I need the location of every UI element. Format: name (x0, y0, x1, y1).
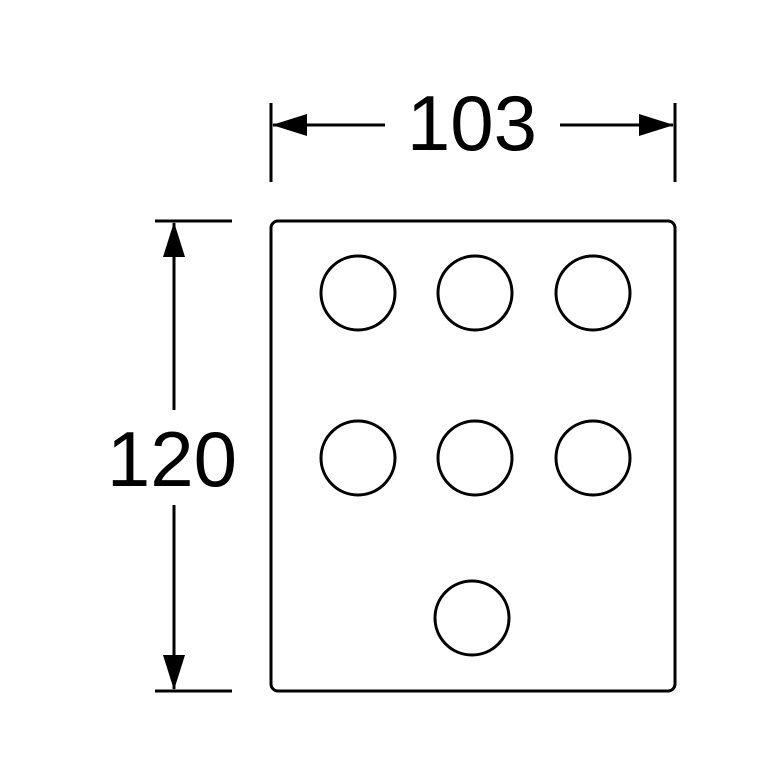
hole (436, 254, 514, 332)
hole (319, 254, 397, 332)
plate-outline (269, 219, 677, 693)
arrowhead-right (639, 114, 674, 136)
arrowhead-top (163, 222, 185, 257)
hole (319, 419, 397, 497)
hole (436, 419, 514, 497)
hole (554, 254, 632, 332)
arrowhead-bottom (163, 655, 185, 690)
holes (319, 254, 632, 657)
hole (433, 579, 511, 657)
arrowhead-left (272, 114, 307, 136)
width-label: 103 (407, 79, 537, 167)
width-dimension: 103 (269, 79, 677, 182)
height-label: 120 (107, 415, 237, 503)
hole (554, 419, 632, 497)
height-dimension: 120 (107, 219, 237, 693)
